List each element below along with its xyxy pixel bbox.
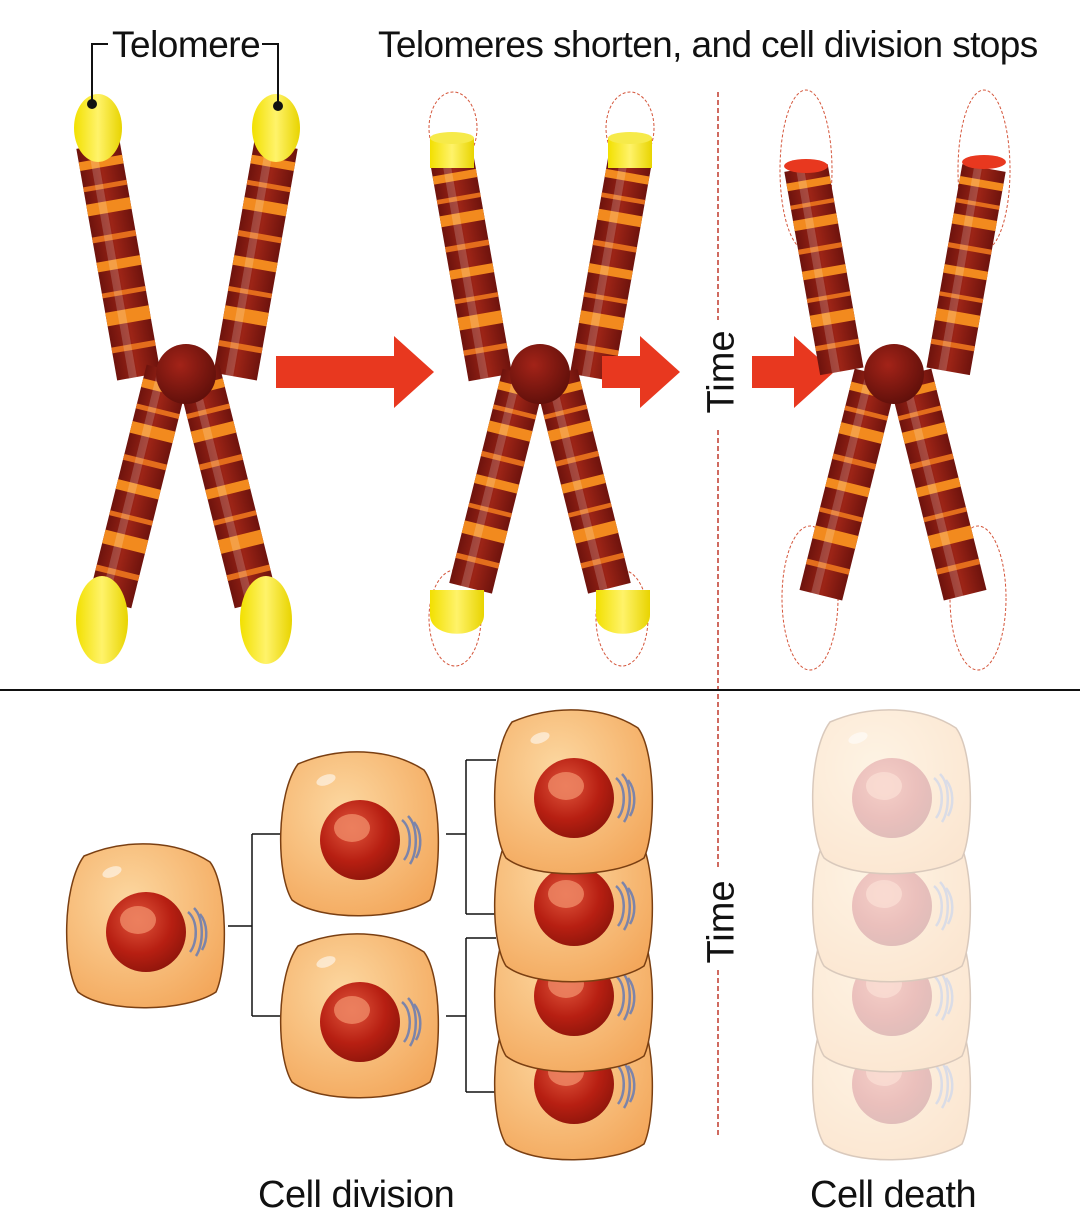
telomere-cap (430, 590, 484, 634)
centromere (156, 344, 216, 404)
telomere-cap (240, 576, 292, 664)
cell-icon (811, 708, 972, 876)
arrow-right-icon (602, 336, 680, 408)
time-label-top: Time (700, 330, 743, 414)
chromosome-short-telomeres (779, 89, 1011, 671)
time-label-bottom: Time (700, 880, 743, 964)
page-title: Telomeres shorten, and cell division sto… (378, 24, 1038, 65)
telomere-cap (596, 590, 650, 634)
cell-icon (65, 842, 226, 1010)
arrow-right-icon (276, 336, 434, 408)
dead-cells (811, 708, 972, 1162)
telomere-cap (74, 94, 122, 162)
telomere-cap (76, 576, 128, 664)
telomere-cap (252, 94, 300, 162)
centromere (864, 344, 924, 404)
arrow-right-icon (752, 336, 834, 408)
cell-division-label: Cell division (258, 1174, 455, 1216)
cell-division-tree (65, 708, 654, 1162)
centromere (510, 344, 570, 404)
chromosome-full-telomeres (74, 43, 300, 664)
telomere-label: Telomere (112, 24, 261, 65)
cell-icon (493, 708, 654, 876)
cell-death-label: Cell death (810, 1174, 977, 1216)
chromosome-shortening-telomeres (428, 91, 655, 667)
cell-icon (279, 750, 440, 918)
cell-icon (279, 932, 440, 1100)
